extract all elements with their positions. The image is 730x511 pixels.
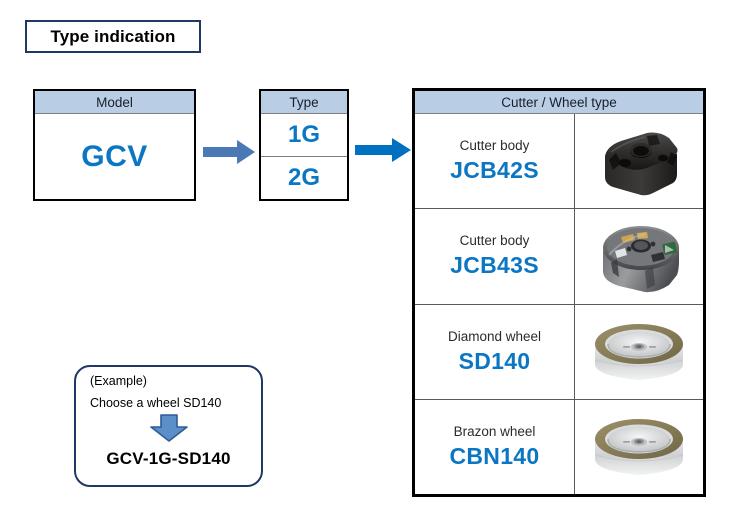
type-option-1g[interactable]: 1G <box>261 114 347 156</box>
cutter-row-2-label: Cutter body JCB43S <box>415 209 575 304</box>
cutter-row-2-kind: Cutter body <box>459 233 530 249</box>
cutter-row-3-label: Diamond wheel SD140 <box>415 304 575 399</box>
example-label: (Example) <box>90 374 147 388</box>
cutter-row-1-label: Cutter body JCB42S <box>415 114 575 209</box>
table-row[interactable]: Cutter body JCB43S <box>415 208 703 304</box>
brazon-wheel-cbn140-photo <box>594 418 684 475</box>
type-option-1g-code: 1G <box>287 121 320 148</box>
arrow-right-model-to-type-icon <box>203 139 255 170</box>
type-option-2g[interactable]: 2G <box>261 156 347 199</box>
cutter-row-3-kind: Diamond wheel <box>447 328 542 344</box>
cutter-row-1-image-cell <box>575 114 703 208</box>
type-box-header: Type <box>261 91 347 114</box>
cutter-body-jcb43s-photo <box>603 226 679 293</box>
type-box: Type 1G 2G <box>259 89 349 201</box>
cutter-row-4-label: Brazon wheel CBN140 <box>415 399 575 494</box>
cutter-table-header: Cutter / Wheel type <box>415 91 703 114</box>
cutter-row-3-code: SD140 <box>458 347 531 374</box>
model-box-body: GCV <box>35 114 194 199</box>
page-title-box: Type indication <box>25 20 201 53</box>
arrow-right-type-to-cutter-icon <box>355 136 411 169</box>
cutter-row-1-kind: Cutter body <box>459 138 530 154</box>
page-title: Type indication <box>50 26 176 46</box>
cutter-row-2-image-cell <box>575 209 703 303</box>
cutter-wheel-table: Cutter / Wheel type Cutter body JCB42S <box>412 88 706 497</box>
cutter-row-4-kind: Brazon wheel <box>453 423 536 439</box>
table-row[interactable]: Cutter body JCB42S <box>415 114 703 209</box>
cutter-body-jcb42s-photo <box>605 132 678 196</box>
example-result-code: GCV-1G-SD140 <box>106 449 231 468</box>
cutter-row-3-image-cell <box>575 305 703 399</box>
model-box: Model GCV <box>33 89 196 201</box>
cutter-row-1-code: JCB42S <box>450 157 539 184</box>
example-callout: (Example) Choose a wheel SD140 GCV-1G-SD… <box>74 365 263 487</box>
model-box-header: Model <box>35 91 194 114</box>
table-row[interactable]: Brazon wheel CBN140 <box>415 398 703 494</box>
table-row[interactable]: Diamond wheel SD140 <box>415 303 703 399</box>
diamond-wheel-sd140-photo <box>594 323 684 380</box>
type-option-2g-code: 2G <box>287 164 320 191</box>
model-code: GCV <box>81 139 148 173</box>
example-instruction: Choose a wheel SD140 <box>90 396 222 410</box>
cutter-row-4-image-cell <box>575 400 703 494</box>
cutter-row-4-code: CBN140 <box>449 442 540 469</box>
arrow-down-icon <box>149 414 189 447</box>
cutter-row-2-code: JCB43S <box>450 252 539 279</box>
